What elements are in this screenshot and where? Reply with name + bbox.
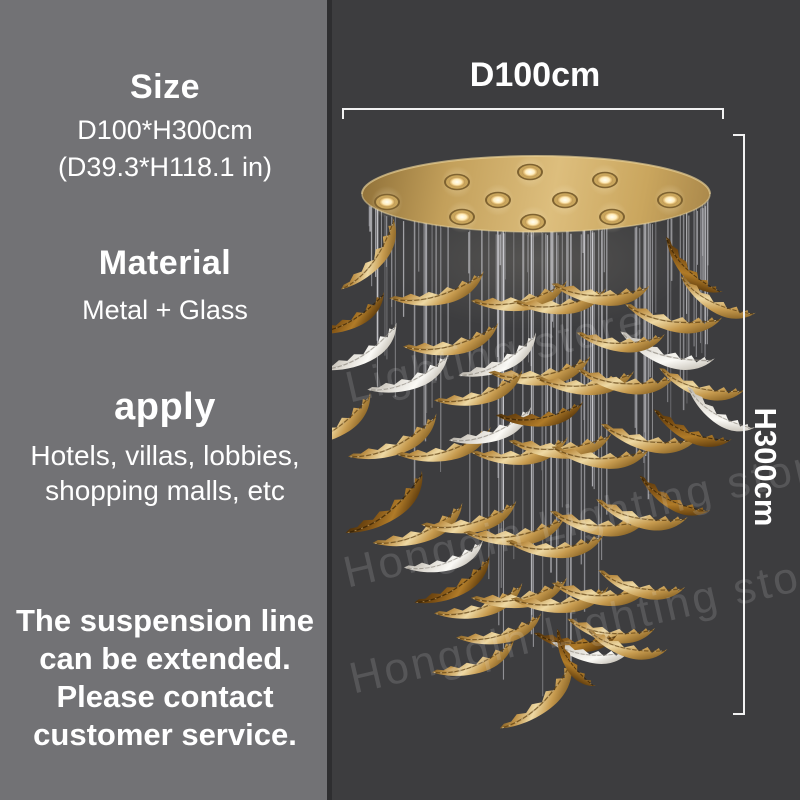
note-line: can be extended. (39, 641, 291, 676)
spec-apply-value-2: shopping malls, etc (45, 475, 285, 506)
note-line: customer service. (33, 717, 297, 752)
dimension-tick (342, 110, 344, 119)
spec-size: Size D100*H300cm (D39.3*H118.1 in) (0, 68, 330, 183)
dimension-tick (722, 110, 724, 119)
chandelier-illustration (330, 155, 800, 800)
note-line: Please contact (56, 679, 274, 714)
spec-apply: apply Hotels, villas, lobbies, shopping … (0, 386, 330, 507)
height-label: H300cm (748, 407, 783, 527)
info-panel: Size D100*H300cm (D39.3*H118.1 in) Mater… (0, 0, 330, 800)
diameter-dimension-line (342, 108, 724, 119)
spec-size-value-inches: (D39.3*H118.1 in) (57, 152, 273, 182)
dimension-tick (733, 134, 743, 136)
diameter-label: D100cm (469, 56, 601, 94)
spec-apply-heading: apply (114, 386, 216, 428)
note-line: The suspension line (16, 603, 314, 638)
canopy-spotlights (371, 156, 686, 238)
spec-material-heading: Material (98, 244, 232, 282)
spec-size-value: D100*H300cm (77, 115, 253, 145)
spec-material-value: Metal + Glass (82, 295, 248, 325)
spec-apply-value-1: Hotels, villas, lobbies, (30, 440, 300, 471)
dimension-tick (733, 713, 743, 715)
panel-divider (327, 0, 332, 800)
suspension-note: The suspension line can be extended. Ple… (2, 602, 328, 754)
figure-panel: Hongqin Lighting store Hongqin Lighting … (330, 0, 800, 800)
spec-size-heading: Size (129, 68, 201, 106)
spec-material: Material Metal + Glass (0, 244, 330, 326)
height-dimension-line (733, 134, 745, 715)
